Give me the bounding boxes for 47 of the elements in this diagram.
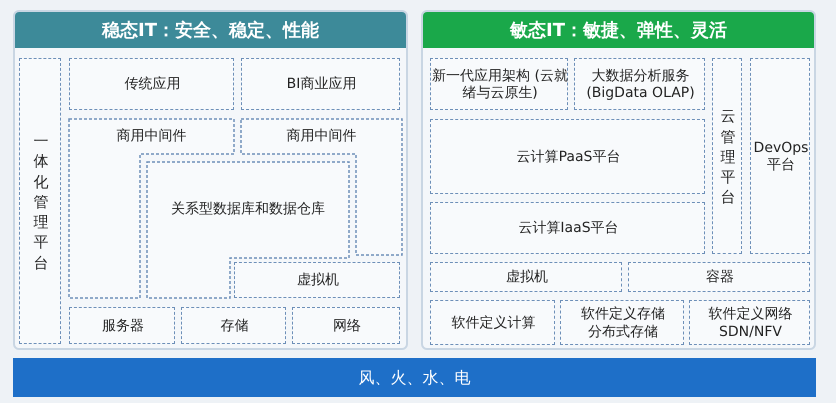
layer-box	[628, 262, 810, 292]
layer-label: 新一代应用架构 (云就绪与云原生)	[431, 68, 569, 102]
layer-label: 软件定义网络	[708, 306, 792, 324]
panel-title: 敏态IT：敏捷、弹性、灵活	[423, 12, 814, 48]
layer-box	[292, 307, 400, 344]
layer-label: 存储	[220, 318, 248, 336]
layer-label: DevOps 平台	[752, 140, 810, 174]
layer-box	[430, 300, 555, 345]
layer-label: 关系型数据库和数据仓库	[171, 201, 325, 219]
layer-label: 大数据分析服务 (BigData OLAP)	[585, 68, 696, 102]
layer-label: BI商业应用	[286, 76, 356, 94]
layer-label: 服务器	[102, 318, 144, 336]
layer-box	[234, 262, 400, 298]
layer-label: 云计算IaaS平台	[518, 220, 619, 238]
layer-box	[430, 262, 622, 292]
panel-title: 稳态IT：安全、稳定、性能	[15, 12, 406, 48]
layer-label: SDN/NFV	[719, 324, 782, 341]
layer-label: 一体化管理平台	[33, 131, 49, 273]
layer-box	[181, 307, 286, 344]
layer-label: 软件定义存储	[581, 306, 665, 324]
layer-label: 云计算PaaS平台	[516, 148, 620, 166]
layer-label: 分布式存储	[588, 324, 658, 341]
layer-label: 虚拟机	[506, 269, 548, 287]
layer-label: 软件定义计算	[452, 314, 536, 332]
layer-label: 云管理平台	[720, 106, 736, 208]
layer-label: 虚拟机	[297, 272, 339, 290]
layer-label: 商用中间件	[116, 128, 186, 146]
layer-label: 传统应用	[124, 76, 180, 94]
layer-box	[574, 58, 705, 110]
layer-box	[712, 58, 742, 254]
layer-label: 风、火、水、电	[358, 368, 470, 388]
layer-box	[430, 202, 705, 254]
layer-box	[750, 58, 810, 254]
layer-label: 商用中间件	[286, 128, 356, 146]
layer-box	[430, 58, 568, 110]
layer-box	[560, 300, 684, 345]
layer-label: 网络	[333, 318, 361, 336]
layer-box	[69, 307, 175, 344]
layer-box	[241, 58, 400, 110]
layer-box	[19, 58, 61, 344]
panel	[13, 10, 408, 350]
layer-box	[430, 119, 705, 194]
foundation-bar	[13, 358, 816, 397]
layer-label: 容器	[706, 269, 734, 287]
layer-box	[69, 58, 234, 110]
panel	[421, 10, 816, 350]
layer-box	[689, 300, 810, 345]
